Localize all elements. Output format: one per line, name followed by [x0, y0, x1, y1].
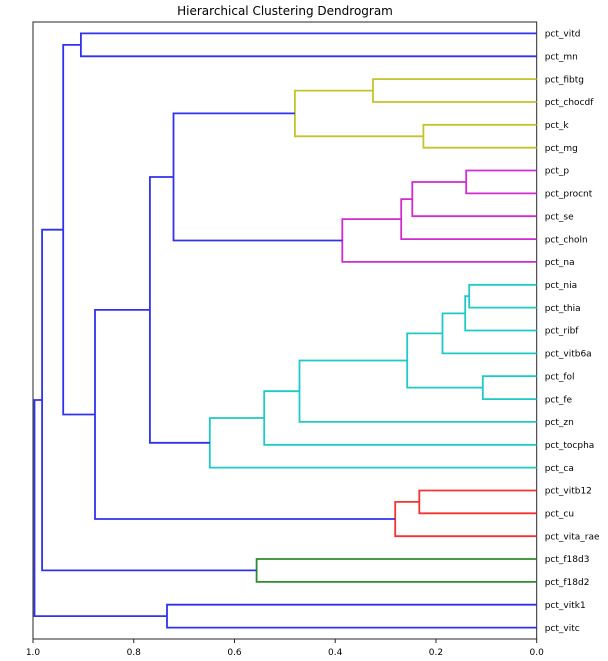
dendrogram-link-red: [394, 500, 537, 538]
x-tick-label: 0.4: [328, 648, 343, 658]
dendrogram-link-yellow: [293, 89, 424, 138]
dendrogram-link-red: [418, 489, 537, 515]
leaf-label: pct_ca: [545, 464, 574, 474]
x-tick-label: 0.2: [429, 648, 443, 658]
leaf-label: pct_vitk1: [545, 601, 586, 611]
leaf-label: pct_na: [545, 258, 575, 268]
leaf-label: pct_p: [545, 167, 570, 177]
dendrogram-link-cyan: [464, 295, 537, 332]
leaf-label: pct_mg: [545, 144, 578, 154]
dendrogram-link-blue: [80, 32, 537, 58]
dendrogram-link-blue: [33, 399, 167, 617]
leaf-label: pct_fe: [545, 395, 573, 405]
leaf-label: pct_procnt: [545, 190, 593, 200]
dendrogram-link-cyan: [481, 375, 537, 401]
dendrogram-link-blue: [94, 308, 396, 520]
dendrogram-link-blue: [62, 44, 95, 416]
x-tick-label: 0.6: [227, 648, 242, 658]
leaf-label: pct_fol: [545, 372, 575, 382]
leaf-label: pct_thia: [545, 304, 581, 314]
dendrogram-link-cyan: [441, 312, 537, 355]
x-tick-label: 0.8: [127, 648, 142, 658]
x-tick-label: 1.0: [26, 648, 41, 658]
leaf-label: pct_k: [545, 121, 570, 131]
leaf-label: pct_f18d3: [545, 555, 590, 565]
dendrogram-link-magenta: [400, 198, 537, 241]
dendrogram-link-magenta: [411, 181, 537, 218]
leaf-label: pct_choln: [545, 235, 588, 245]
axes-frame: [32, 21, 538, 640]
leaf-label: pct_se: [545, 212, 574, 222]
dendrogram-link-magenta: [341, 218, 537, 263]
dendrogram-link-cyan: [468, 283, 537, 309]
dendrogram-link-yellow: [372, 78, 537, 103]
leaf-label: pct_f18d2: [545, 578, 590, 588]
leaf-label: pct_nia: [545, 281, 577, 291]
leaf-label: pct_cu: [545, 510, 574, 520]
dendrogram-link-blue: [172, 112, 343, 242]
leaf-label: pct_vitc: [545, 624, 580, 634]
leaf-label: pct_mn: [545, 52, 578, 62]
leaf-label: pct_fibtg: [545, 75, 584, 85]
dendrogram-link-blue: [166, 603, 537, 629]
dendrogram-link-cyan: [298, 359, 537, 423]
x-tick-label: 0.0: [530, 648, 545, 658]
chart-title: Hierarchical Clustering Dendrogram: [177, 4, 393, 18]
leaf-label: pct_ribf: [545, 327, 580, 337]
leaf-label: pct_vitd: [545, 30, 581, 40]
dendrogram-link-yellow: [422, 123, 537, 149]
dendrogram-link-cyan: [406, 332, 483, 389]
dendrogram-link-cyan: [208, 417, 537, 469]
leaf-label: pct_zn: [545, 418, 574, 428]
dendrogram-link-green: [255, 558, 537, 583]
dendrogram-link-blue: [148, 176, 210, 444]
leaf-label: pct_tocpha: [545, 441, 595, 451]
leaf-label: pct_vitb6a: [545, 350, 592, 360]
dendrogram-link-magenta: [465, 169, 537, 195]
leaf-label: pct_vitb12: [545, 487, 592, 497]
leaf-label: pct_chocdf: [545, 98, 595, 108]
leaf-label: pct_vita_rae: [545, 532, 600, 542]
